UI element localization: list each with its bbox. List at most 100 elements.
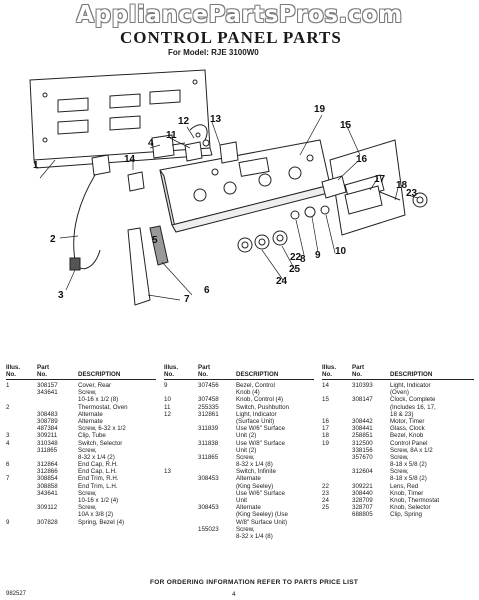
table-row: 8-32 x 1/4 (2) <box>6 454 156 461</box>
part-description: Unit (2) <box>236 432 257 440</box>
header-part-no: No. <box>37 370 47 378</box>
part-description: Alternate <box>236 504 261 512</box>
part-number: 308441 <box>352 425 373 433</box>
part-description: Screw, <box>78 489 97 497</box>
table-row: Use W/6" Surface <box>164 490 314 497</box>
part-description: Switch, Pushbutton <box>236 403 289 411</box>
part-number: 155023 <box>198 525 219 533</box>
part-description: 8-18 x 5/8 (2) <box>390 475 427 483</box>
illus-no: 14 <box>322 382 329 389</box>
table-row: W/8" Surface Unit) <box>164 519 314 526</box>
part-number: 309112 <box>37 504 58 512</box>
part-description: Motor, Timer <box>390 417 425 425</box>
part-description: Screw, 8A x 1/2 <box>390 446 433 454</box>
part-description: Control Panel <box>390 439 428 447</box>
part-description: (King Seeley) (Use <box>236 511 288 519</box>
table-row: 10-16 x 1/2 (8) <box>6 396 156 403</box>
table-row: Unit (2) <box>164 432 314 439</box>
watermark: AppliancePartsPros.com <box>76 2 403 28</box>
part-description: Lens, Red <box>390 482 419 490</box>
header-description: DESCRIPTION <box>236 370 279 378</box>
part-description: Spring, Bezel (4) <box>78 518 125 526</box>
part-number: 307458 <box>198 396 219 404</box>
part-description: Alternate <box>78 417 103 425</box>
callout-10: 10 <box>335 246 347 257</box>
part-number: 311838 <box>198 439 219 447</box>
callout-12: 12 <box>178 116 190 127</box>
illus-no: 11 <box>164 403 171 411</box>
part-description: Knob, Timer <box>390 489 424 497</box>
header-illus-no: No. <box>164 370 174 378</box>
callout-24: 24 <box>276 276 288 287</box>
header-part-no: No. <box>352 370 362 378</box>
table-row: 18 & 23) <box>322 411 474 418</box>
part-description: (Surface Unit) <box>236 417 275 425</box>
part-description: Switch, Selector <box>78 439 123 447</box>
page-title: CONTROL PANEL PARTS <box>120 28 342 47</box>
header-description: DESCRIPTION <box>390 370 433 378</box>
part-description: Screw, <box>78 504 97 512</box>
part-description: 8-18 x 5/8 (2) <box>390 461 427 469</box>
illus-no: 4 <box>6 439 10 447</box>
document-id: 982527 <box>6 591 27 597</box>
table-header: Illus. No. Part No. DESCRIPTION <box>6 356 156 380</box>
part-description: Knob, Thermostat <box>390 497 440 504</box>
table-row: 311838 Use W/8" Surface <box>164 440 314 447</box>
callout-5: 5 <box>152 235 158 246</box>
illus-no: 10 <box>164 396 171 404</box>
part-description: Clip, Tube <box>78 432 106 440</box>
table-row: (King Seeley) <box>164 483 314 490</box>
callout-15: 15 <box>340 120 352 131</box>
part-description: Cover, Rear <box>78 382 112 389</box>
part-number: 307828 <box>37 518 58 526</box>
part-description: 18 & 23) <box>390 410 414 418</box>
model-line: For Model: RJE 3100W0 <box>168 48 259 57</box>
callout-4: 4 <box>148 138 154 149</box>
part-number: 312604 <box>352 468 373 476</box>
tube-clip <box>69 257 81 271</box>
table-row: 10A x 3/8 (2) <box>6 511 156 518</box>
thermostat-capillary <box>73 174 101 270</box>
part-number: 311865 <box>198 453 219 461</box>
part-number: 308453 <box>198 504 219 512</box>
callout-18: 18 <box>396 180 408 191</box>
callout-14: 14 <box>124 154 136 165</box>
part-number: 308442 <box>352 417 373 425</box>
callout-23: 23 <box>406 188 418 199</box>
illus-no: 19 <box>322 439 329 447</box>
part-number: 308483 <box>37 410 58 418</box>
part-description: 10-16 x 1/2 (8) <box>78 396 119 404</box>
table-header: Illus. No. Part No. DESCRIPTION <box>164 356 314 380</box>
header-part-no: No. <box>198 370 208 378</box>
table-row: 8-18 x 5/8 (2) <box>322 475 474 482</box>
part-description: (Includes 16, 17, <box>390 403 436 411</box>
part-description: Screw, <box>78 446 97 454</box>
illus-no: 6 <box>6 461 10 469</box>
part-description: Use W/8" Surface <box>236 439 285 447</box>
part-description: Screw, 6-32 x 1/2 <box>78 425 126 433</box>
part-description: Screw, <box>236 453 255 461</box>
part-description: Knob (4) <box>236 389 260 397</box>
illus-no: 15 <box>322 396 329 404</box>
part-number: 343641 <box>37 389 58 397</box>
part-description: (King Seeley) <box>236 482 274 490</box>
callout-17: 17 <box>374 174 386 185</box>
table-row: Knob (4) <box>164 389 314 396</box>
illus-no: 3 <box>6 432 10 440</box>
part-number: 328707 <box>352 504 373 512</box>
part-number: 311839 <box>198 425 219 433</box>
illus-no: 23 <box>322 489 329 497</box>
illus-no: 9 <box>164 382 168 389</box>
callout-13: 13 <box>210 114 222 125</box>
